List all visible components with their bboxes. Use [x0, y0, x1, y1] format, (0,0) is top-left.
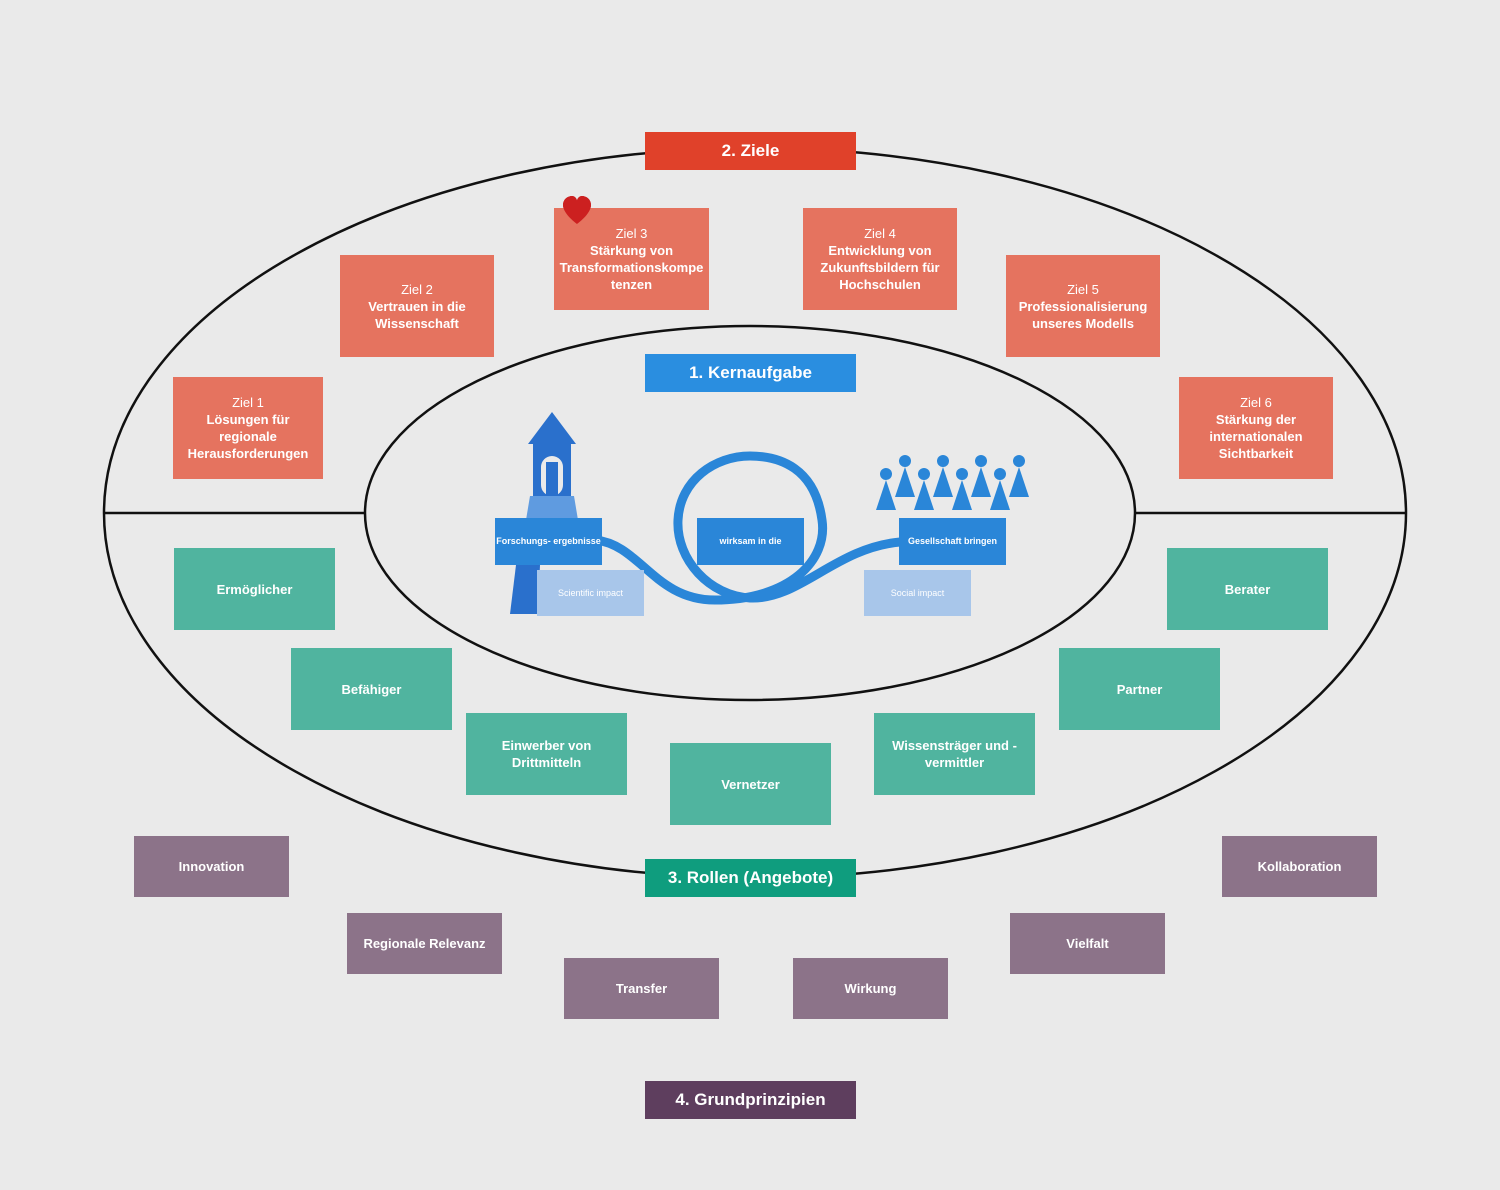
ziel-number: Ziel 2 [401, 281, 433, 297]
rollen-header: 3. Rollen (Angebote) [645, 859, 856, 897]
prinzip-box: Wirkung [793, 958, 948, 1019]
scientific-impact-label: Scientific impact [537, 570, 644, 616]
social-impact-label: Social impact [864, 570, 971, 616]
ziel-number: Ziel 6 [1240, 395, 1272, 410]
rolle-box: Befähiger [291, 648, 452, 730]
ziel-title: Professionalisierung unseres Modells [1018, 298, 1148, 331]
ziel-title: Lösungen für regionale Herausforderungen [187, 412, 309, 461]
ziel-title: Stärkung von Transformationskompe tenzen [559, 243, 704, 292]
people-icon [876, 455, 1029, 510]
kernaufgabe-header: 1. Kernaufgabe [645, 354, 856, 392]
ziel-6-box: Ziel 6 Stärkung der internationalen Sich… [1179, 377, 1333, 479]
impact-loop [591, 451, 905, 605]
ziel-5-box: Ziel 5 Professionalisierung unseres Mode… [1006, 255, 1160, 357]
tower-icon [510, 412, 578, 614]
prinzip-box: Regionale Relevanz [347, 913, 502, 974]
rolle-box: Wissensträger und - vermittler [874, 713, 1035, 795]
ziel-number: Ziel 5 [1067, 281, 1099, 297]
rolle-box: Partner [1059, 648, 1220, 730]
ziel-4-box: Ziel 4 Entwicklung von Zukunftsbildern f… [803, 208, 957, 310]
gesellschaft-label: Gesellschaft bringen [899, 518, 1006, 565]
forschungsergebnisse-label: Forschungs- ergebnisse [495, 518, 602, 565]
ziel-title: Vertrauen in die Wissenschaft [368, 298, 466, 331]
ziel-number: Ziel 4 [864, 226, 896, 241]
ziel-2-box: Ziel 2 Vertrauen in die Wissenschaft [340, 255, 494, 357]
prinzip-box: Kollaboration [1222, 836, 1377, 897]
ziel-1-box: Ziel 1 Lösungen für regionale Herausford… [173, 377, 323, 479]
ziel-title: Stärkung der internationalen Sichtbarkei… [1209, 412, 1303, 461]
heart-icon [563, 196, 591, 224]
grundprinzipien-header: 4. Grundprinzipien [645, 1081, 856, 1119]
ziele-header: 2. Ziele [645, 132, 856, 170]
rolle-box: Berater [1167, 548, 1328, 630]
ziel-number: Ziel 3 [615, 226, 648, 241]
prinzip-box: Transfer [564, 958, 719, 1019]
wirksam-label: wirksam in die [697, 518, 804, 565]
prinzip-box: Innovation [134, 836, 289, 897]
ziel-3-box: Ziel 3 Stärkung von Transformationskompe… [554, 208, 709, 310]
heart-overlay [563, 196, 591, 224]
ziel-number: Ziel 1 [232, 395, 264, 410]
rolle-box: Vernetzer [670, 743, 831, 825]
ziel-title: Entwicklung von Zukunftsbildern für Hoch… [820, 243, 940, 292]
rolle-box: Ermöglicher [174, 548, 335, 630]
rolle-box: Einwerber von Drittmitteln [466, 713, 627, 795]
prinzip-box: Vielfalt [1010, 913, 1165, 974]
